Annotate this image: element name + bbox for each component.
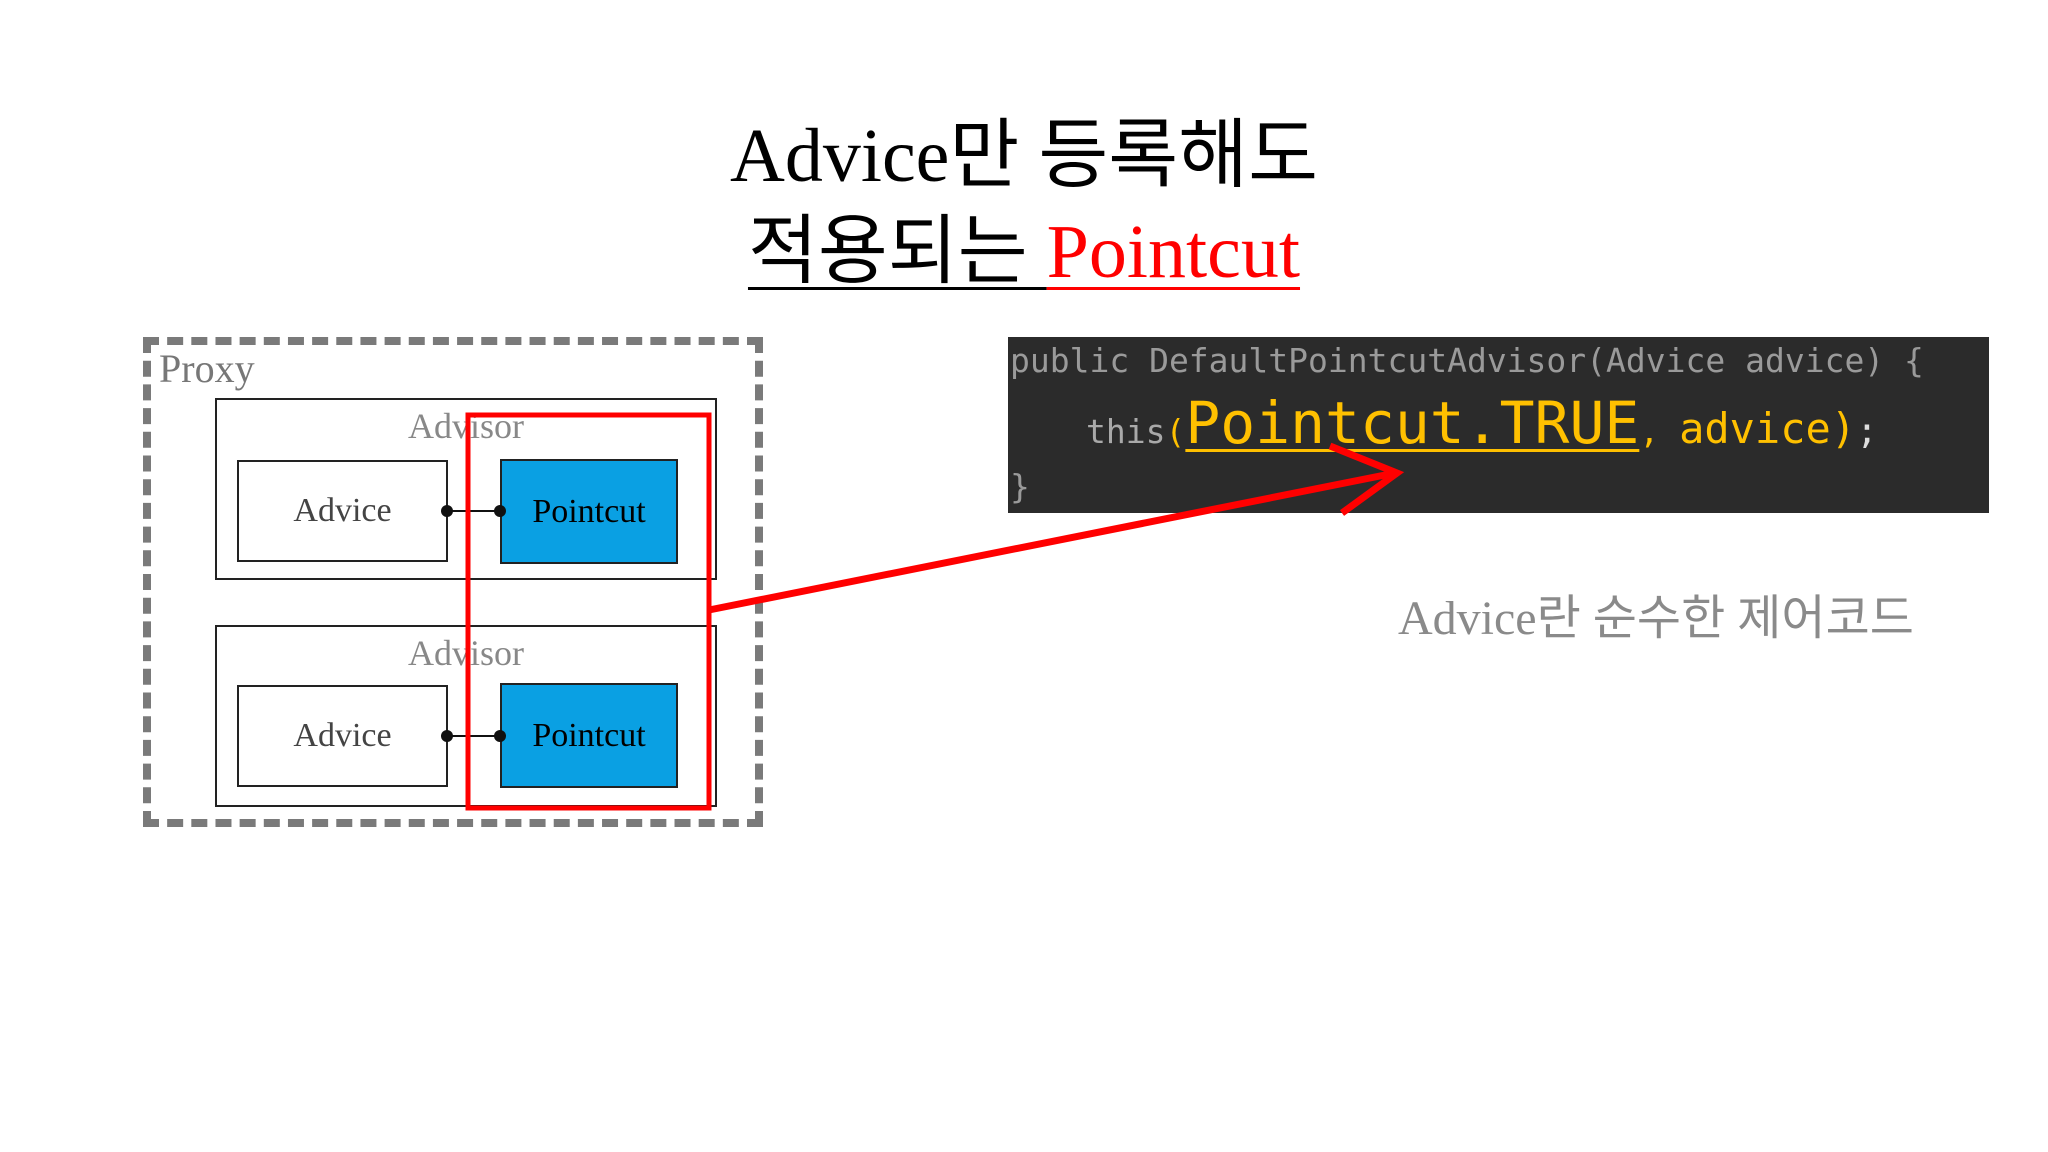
caption: Advice란 순수한 제어코드 xyxy=(1398,592,1914,645)
pointcut-box-1: Pointcut xyxy=(500,459,678,564)
title-pointcut-highlight: Pointcut xyxy=(1046,210,1301,294)
advice-box-2: Advice xyxy=(237,685,448,787)
pointcut-box-2: Pointcut xyxy=(500,683,678,788)
code-open-paren: ( xyxy=(1165,412,1186,451)
title-text: 적용되는 xyxy=(747,210,1047,294)
code-line-3: } xyxy=(1010,467,1030,506)
advice-box-1: Advice xyxy=(237,460,448,562)
code-this-keyword: this xyxy=(1086,412,1166,451)
code-line-1: public DefaultPointcutAdvisor(Advice adv… xyxy=(1010,341,1924,380)
proxy-label: Proxy xyxy=(159,346,255,391)
code-block: public DefaultPointcutAdvisor(Advice adv… xyxy=(1008,337,1989,513)
code-pointcut-true: Pointcut.TRUE xyxy=(1185,389,1640,457)
code-semicolon: ; xyxy=(1856,411,1878,452)
code-advice-arg: advice) xyxy=(1679,404,1857,453)
advisor-label-1: Advisor xyxy=(408,406,524,446)
title-line-2: 적용되는 Pointcut xyxy=(0,214,2048,290)
code-comma: , xyxy=(1639,412,1680,451)
title-line-1: Advice만 등록해도 xyxy=(729,114,1319,198)
advisor-label-2: Advisor xyxy=(408,633,524,673)
code-line-2: this(Pointcut.TRUE, advice); xyxy=(1086,389,1878,457)
